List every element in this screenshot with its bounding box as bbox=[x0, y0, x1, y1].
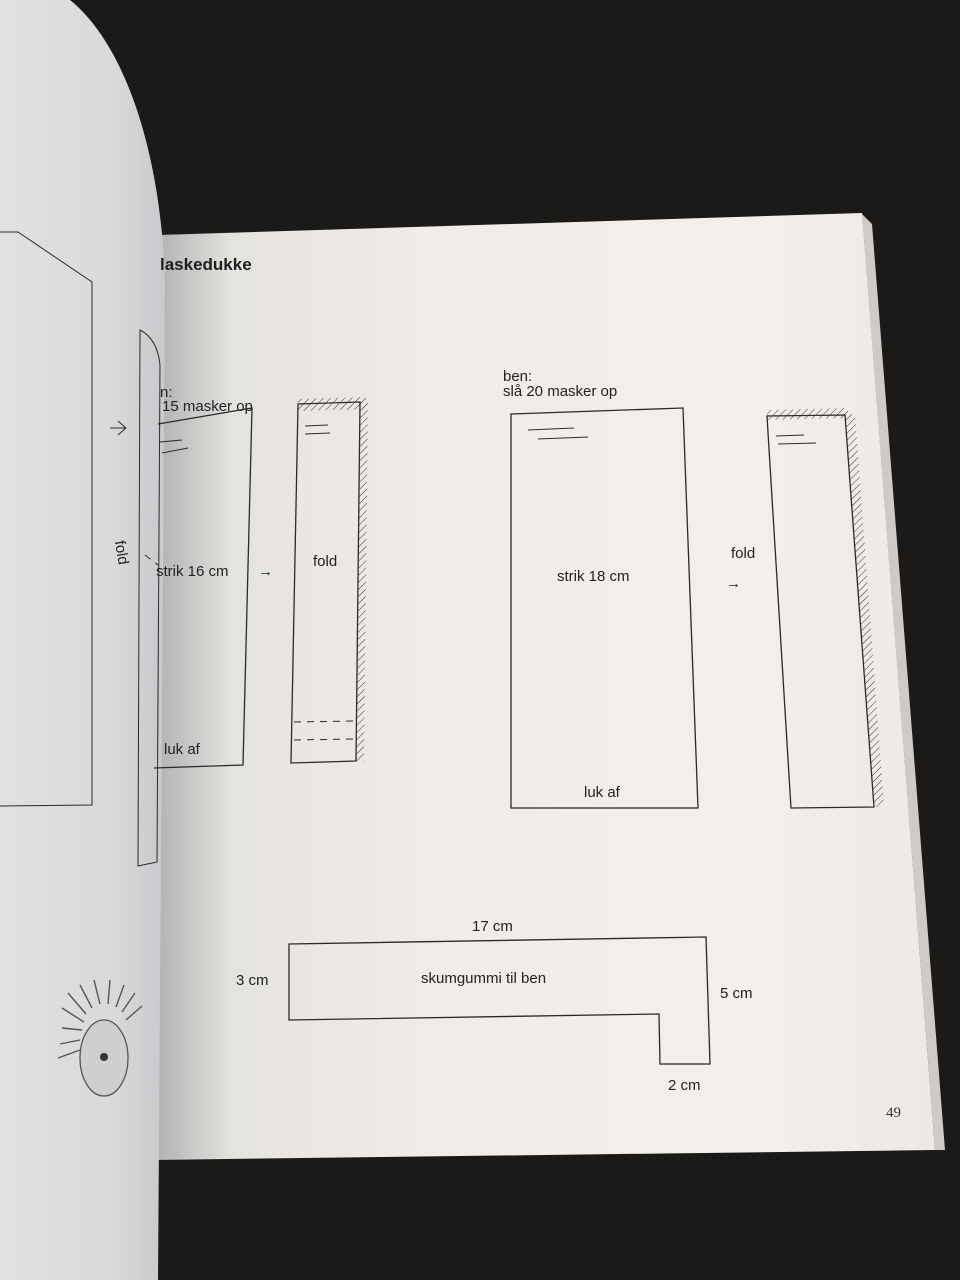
foam-left-height-label: 3 cm bbox=[236, 972, 269, 989]
leg-rectangle bbox=[510, 407, 699, 809]
left-page bbox=[0, 0, 165, 1280]
arm-cast-on-prefix: n: bbox=[160, 384, 173, 401]
foam-width-label: 17 cm bbox=[472, 918, 513, 935]
foam-right-height-label: 5 cm bbox=[720, 985, 753, 1002]
foam-title-label: skumgummi til ben bbox=[421, 970, 546, 987]
arm-knit-label: strik 16 cm bbox=[156, 563, 229, 580]
arm-bind-off-label: luk af bbox=[164, 741, 201, 758]
page-number: 49 bbox=[886, 1105, 901, 1121]
page-stack-edge bbox=[862, 214, 945, 1150]
leg-arrow-icon: → bbox=[726, 575, 741, 592]
leg-fold-label: fold bbox=[731, 545, 755, 562]
arm-cast-on-count: 15 masker op bbox=[162, 398, 253, 415]
leg-piece-diagram: ben: slå 20 masker op strik 18 cm luk af… bbox=[503, 368, 884, 809]
right-page bbox=[150, 213, 935, 1160]
leg-cast-on-label: slå 20 masker op bbox=[503, 383, 617, 400]
foam-foot-width-label: 2 cm bbox=[668, 1077, 701, 1094]
leg-bind-off-label: luk af bbox=[584, 784, 621, 801]
page-title: laskedukke bbox=[160, 255, 252, 274]
arm-fold-label: fold bbox=[313, 553, 337, 570]
foam-piece-diagram: 17 cm 3 cm skumgummi til ben 5 cm 2 cm bbox=[236, 918, 753, 1094]
arm-piece-diagram: n: 15 masker op strik 16 cm luk af → fol… bbox=[153, 384, 368, 769]
leg-header: ben: bbox=[503, 368, 532, 385]
left-fold-label: fold bbox=[111, 539, 132, 566]
left-page-drawing: fold bbox=[0, 231, 161, 1097]
foam-outline bbox=[288, 936, 711, 1065]
leg-knit-label: strik 18 cm bbox=[557, 568, 630, 585]
gutter-shadow bbox=[150, 232, 230, 1160]
eye-icon bbox=[57, 979, 143, 1097]
arm-arrow-icon: → bbox=[258, 563, 273, 580]
arm-rectangle bbox=[153, 407, 253, 769]
